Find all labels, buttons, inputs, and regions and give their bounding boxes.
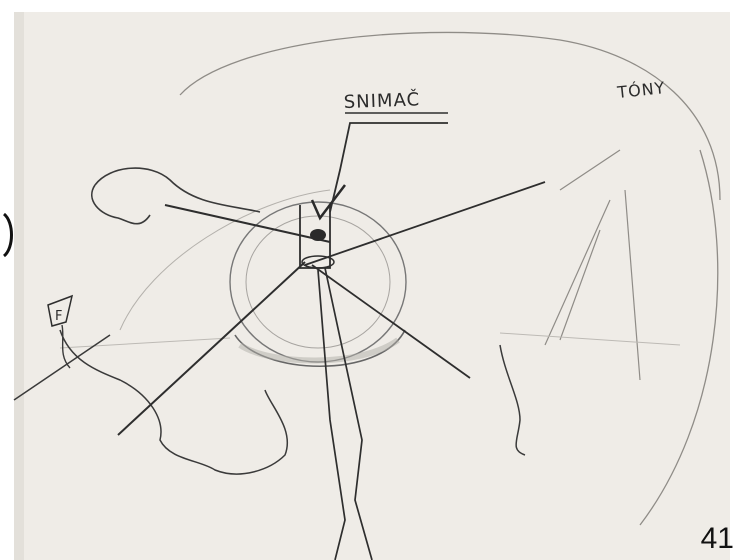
sensor-dot (310, 229, 326, 241)
label-sensor: SNIMAČ (343, 88, 420, 113)
label-small-mark: F (55, 309, 63, 324)
page-number: 41 (701, 524, 734, 554)
edge-bracket-mark (2, 210, 16, 260)
paper-shadow-left (14, 12, 24, 560)
